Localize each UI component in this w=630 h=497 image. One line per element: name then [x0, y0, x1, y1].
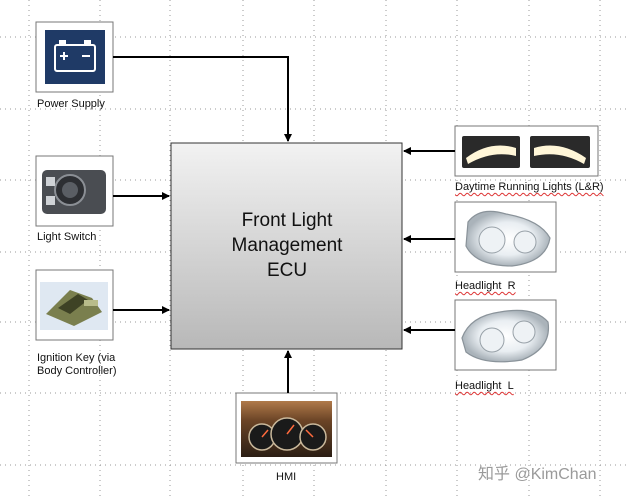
ecu-block[interactable] — [170, 142, 403, 350]
ecu-title-line-2: Management — [231, 235, 343, 256]
headlight-r-label-text: Headlight R — [455, 280, 516, 292]
hmi-dashboard-image — [241, 401, 332, 457]
drl-image — [462, 136, 590, 168]
light-switch-label: Light Switch — [37, 231, 97, 243]
drl-box[interactable] — [454, 125, 599, 177]
ecu-title-line-1: Front Light — [241, 210, 333, 231]
ecu-title: Front Light Management ECU — [172, 208, 402, 283]
headlight-l-image — [461, 309, 550, 363]
hmi-label: HMI — [276, 471, 297, 483]
headlight-r-image — [465, 210, 551, 267]
headlight-r-box[interactable] — [454, 201, 557, 273]
ignition-key-label-line-1: Ignition Key (via — [37, 352, 116, 364]
drl-label: Daytime Running Lights (L&R) — [455, 181, 604, 193]
connections — [113, 56, 455, 393]
arrow-power-to-ecu — [113, 56, 292, 142]
headlight-l-label-text: Headlight L — [455, 380, 514, 392]
power-supply-label: Power Supply — [37, 98, 105, 110]
ignition-key-image — [40, 282, 108, 330]
power-supply-box[interactable] — [35, 21, 114, 93]
ignition-key-label: Ignition Key (via Body Controller) — [37, 352, 116, 378]
ecu-title-line-3: ECU — [266, 260, 308, 281]
light-switch-image — [42, 170, 106, 214]
light-switch-box[interactable] — [35, 155, 114, 227]
ignition-key-label-line-2: Body Controller) — [37, 365, 117, 377]
headlight-r-label: Headlight R — [455, 280, 516, 292]
headlight-l-box[interactable] — [454, 299, 557, 371]
ignition-key-box[interactable] — [35, 269, 114, 341]
hmi-box[interactable] — [235, 392, 338, 464]
watermark: 知乎 @KimChan — [478, 466, 597, 483]
battery-icon — [54, 40, 96, 72]
headlight-l-label: Headlight L — [455, 380, 514, 392]
